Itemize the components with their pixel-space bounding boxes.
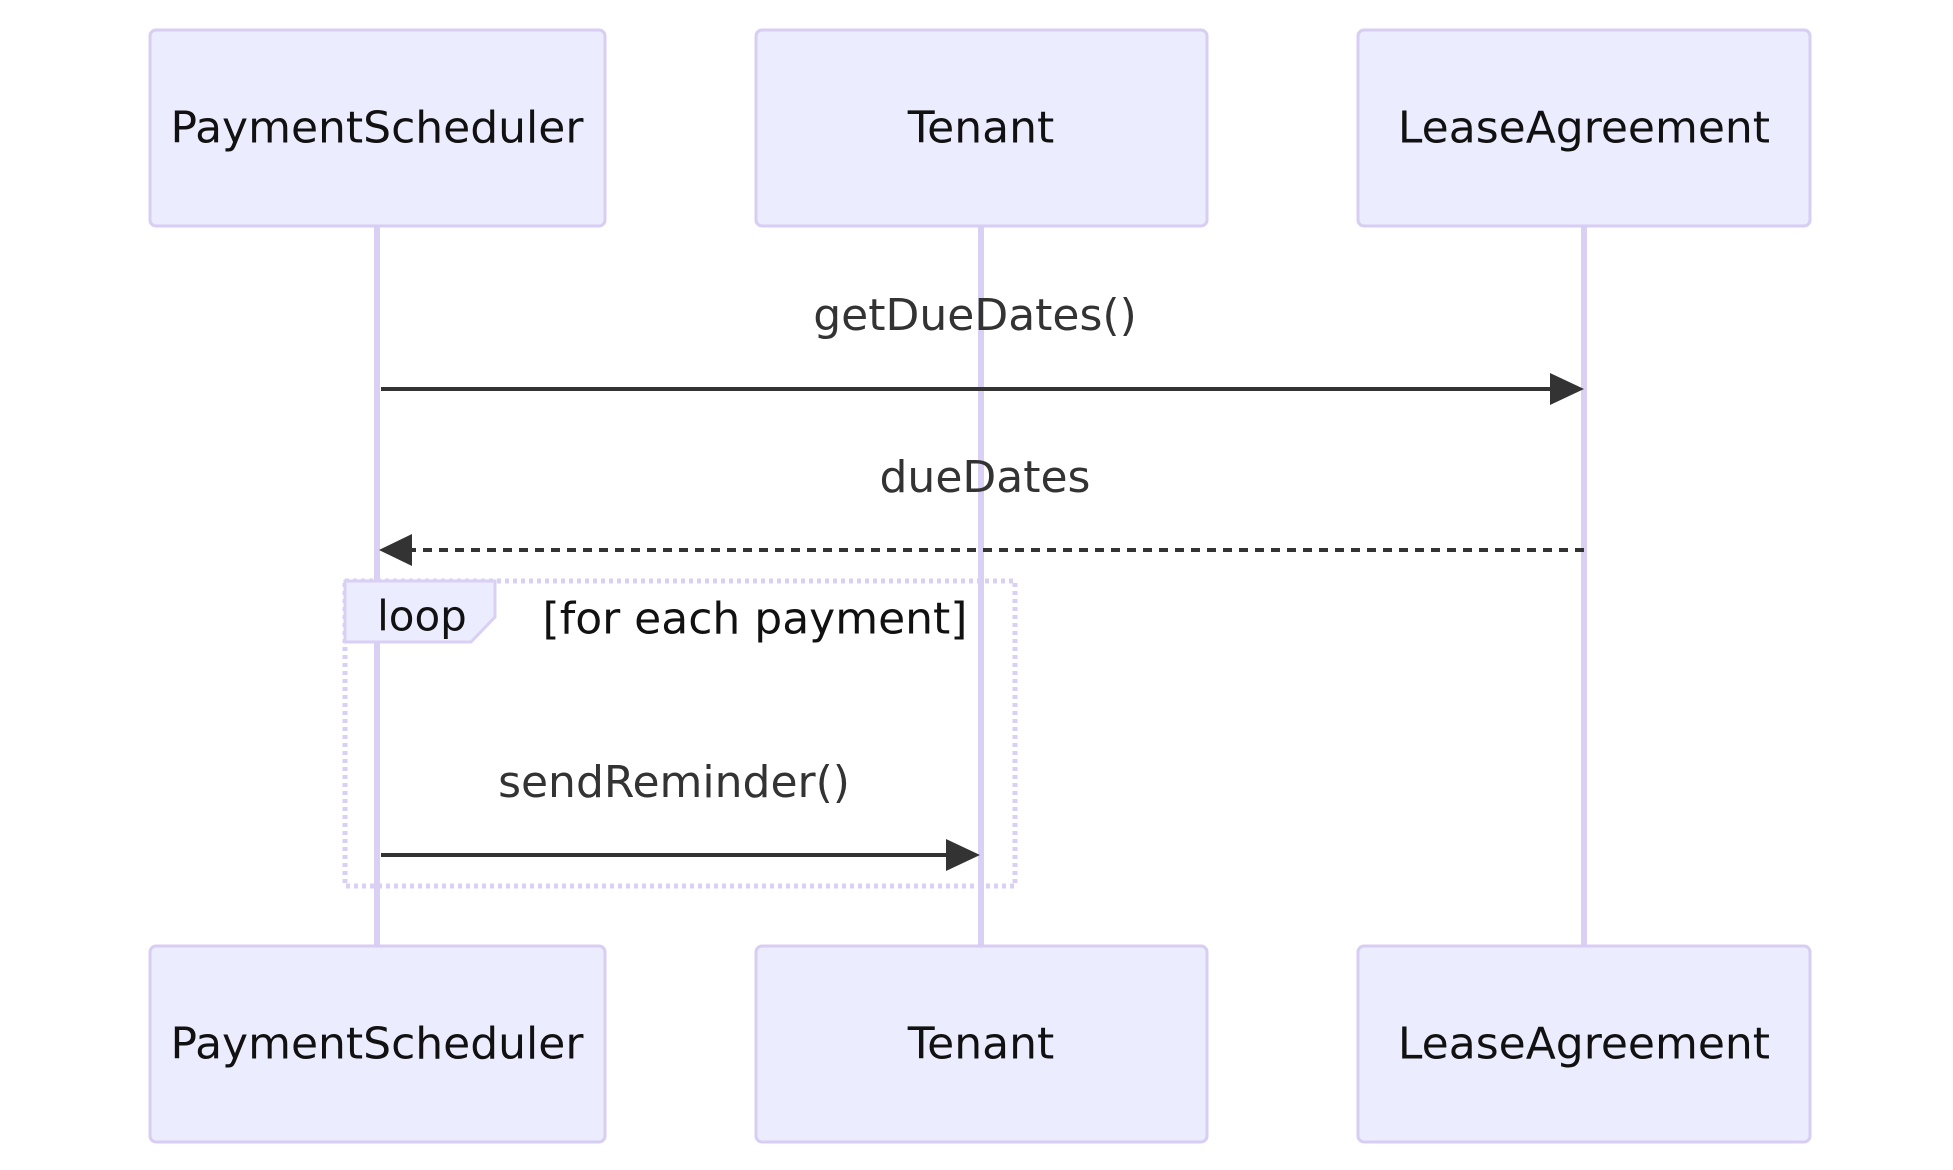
arrowhead-get-due-dates bbox=[1550, 373, 1584, 405]
arrowhead-send-reminder bbox=[946, 839, 980, 871]
loop-frame: loop [for each payment] bbox=[342, 578, 1018, 889]
actor-bottom-payment-scheduler: PaymentScheduler bbox=[148, 944, 607, 1144]
actor-top-lease-agreement-label: LeaseAgreement bbox=[1398, 103, 1770, 154]
actor-top-tenant-label: Tenant bbox=[907, 103, 1054, 154]
actor-bottom-tenant-label: Tenant bbox=[907, 1019, 1054, 1070]
actor-top-lease-agreement: LeaseAgreement bbox=[1356, 28, 1812, 228]
loop-tab bbox=[343, 579, 497, 644]
loop-keyword: loop bbox=[377, 592, 467, 641]
message-label-send-reminder: sendReminder() bbox=[498, 757, 850, 808]
message-label-due-dates: dueDates bbox=[880, 452, 1091, 503]
message-label-get-due-dates: getDueDates() bbox=[813, 290, 1137, 341]
actor-top-payment-scheduler-label: PaymentScheduler bbox=[171, 103, 585, 154]
arrowhead-due-dates bbox=[379, 534, 412, 566]
actor-top-tenant: Tenant bbox=[754, 28, 1209, 228]
actor-bottom-payment-scheduler-label: PaymentScheduler bbox=[171, 1019, 585, 1070]
actor-bottom-tenant: Tenant bbox=[754, 944, 1209, 1144]
actor-bottom-lease-agreement-label: LeaseAgreement bbox=[1398, 1019, 1770, 1070]
actor-bottom-lease-agreement: LeaseAgreement bbox=[1356, 944, 1812, 1144]
actor-top-payment-scheduler: PaymentScheduler bbox=[148, 28, 607, 228]
loop-condition: [for each payment] bbox=[543, 594, 968, 645]
